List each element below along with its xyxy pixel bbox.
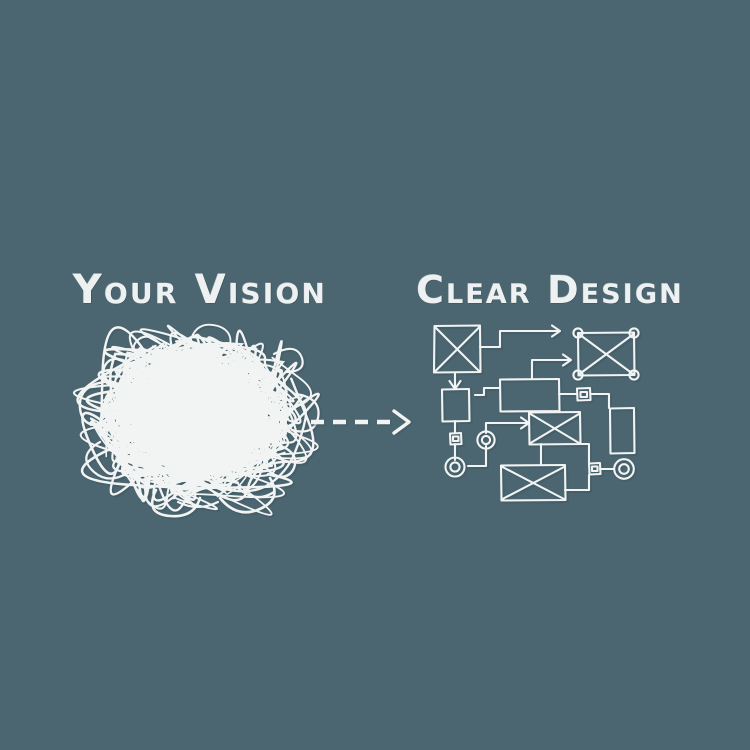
scribble-stroke [266, 442, 297, 479]
page-title-right: Clear Design [416, 268, 684, 312]
scribble-stroke [236, 486, 276, 499]
scribble-stroke [118, 350, 290, 452]
transition-arrow [308, 398, 423, 446]
scribble-stroke [160, 381, 233, 450]
dashed-arrow-right-icon [311, 409, 413, 437]
wireframe-svg [432, 324, 642, 504]
scribble-stroke [189, 323, 232, 353]
scribble-ink-layer [72, 323, 320, 518]
scribble-stroke [218, 476, 276, 514]
scribble-stroke [97, 386, 274, 476]
scribble-stroke [103, 336, 260, 439]
scribble-stroke [78, 380, 110, 427]
tangled-scribble-illustration [70, 312, 330, 527]
scribble-stroke [81, 405, 239, 503]
scribble-stroke [89, 350, 313, 516]
scribble-stroke [121, 350, 253, 439]
scribble-stroke [153, 343, 308, 512]
scribble-stroke [176, 500, 220, 509]
scribble-svg [72, 323, 322, 520]
arrow-head [392, 409, 411, 435]
scribble-stroke [132, 335, 168, 360]
page-title-left: Your Vision [72, 267, 328, 313]
scribble-stroke [157, 389, 229, 457]
scribble-stroke [85, 440, 134, 480]
scribble-stroke [102, 357, 134, 388]
scribble-stroke [290, 392, 320, 433]
wireframe-flow-diagram [428, 322, 650, 522]
scribble-stroke [272, 347, 304, 374]
